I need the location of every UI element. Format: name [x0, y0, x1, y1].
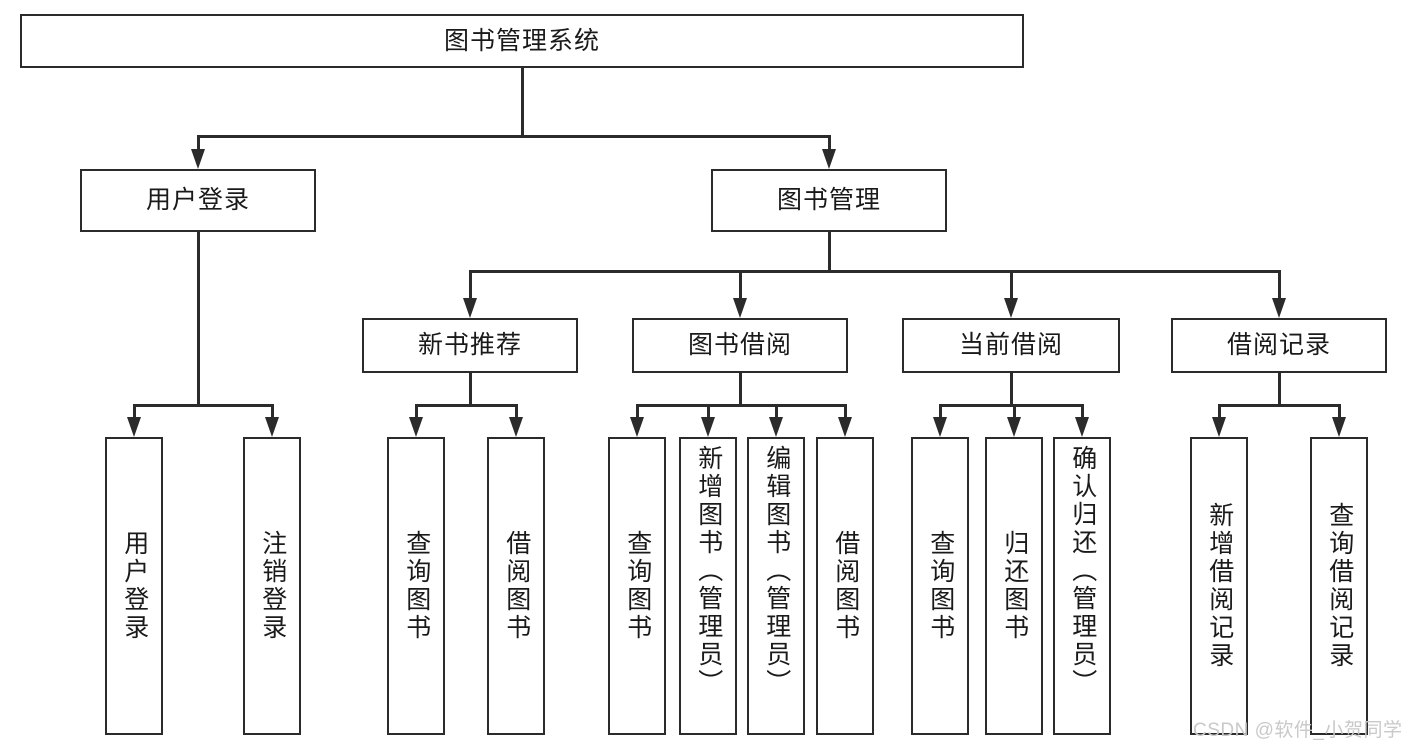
connector-user-login-drop-2	[271, 404, 274, 418]
connector-book-manage-stem	[828, 232, 831, 272]
node-label: 借阅图书	[831, 530, 860, 642]
node-new-book-recommend[interactable]: 新书推荐	[362, 318, 578, 373]
node-leaf-query-book-current[interactable]: 查询图书	[911, 437, 969, 735]
arrowhead-book-manage	[822, 149, 836, 169]
node-label: 新增图书（管理员）	[694, 445, 723, 697]
node-leaf-edit-book-admin[interactable]: 编辑图书（管理员）	[747, 437, 805, 735]
node-leaf-add-book-admin[interactable]: 新增图书（管理员）	[679, 437, 737, 735]
arrowhead-leaf-confirm-return	[1075, 417, 1089, 437]
connector-user-login-drop-1	[133, 404, 136, 418]
node-user-login[interactable]: 用户登录	[80, 169, 316, 232]
node-book-management[interactable]: 图书管理	[711, 169, 947, 232]
connector-current-borrow-drop-1	[939, 404, 942, 418]
connector-level3-drop-new-book	[469, 270, 472, 300]
connector-current-borrow-stem	[1010, 373, 1013, 405]
node-label: 编辑图书（管理员）	[762, 445, 791, 697]
node-label: 图书管理系统	[443, 26, 600, 55]
node-leaf-borrow-book[interactable]: 借阅图书	[816, 437, 874, 735]
connector-root-stem	[521, 68, 524, 136]
node-label: 查询图书	[623, 530, 652, 642]
node-root-library-management-system[interactable]: 图书管理系统	[20, 14, 1024, 68]
node-leaf-logout-login[interactable]: 注销登录	[243, 437, 301, 735]
connector-new-book-drop-1	[415, 404, 418, 418]
connector-new-book-drop-2	[515, 404, 518, 418]
connector-root-drop-book-manage	[828, 135, 831, 151]
arrowhead-book-borrow	[733, 298, 747, 318]
connector-book-borrow-bus	[636, 404, 845, 407]
arrowhead-leaf-logout-login	[265, 417, 279, 437]
connector-current-borrow-bus	[939, 404, 1083, 407]
connector-level3-drop-borrow-record	[1278, 270, 1281, 300]
connector-current-borrow-drop-2	[1013, 404, 1016, 418]
arrowhead-leaf-query-book-2	[630, 417, 644, 437]
node-label: 归还图书	[1000, 530, 1029, 642]
node-label: 查询图书	[926, 530, 955, 642]
node-label: 新增借阅记录	[1205, 502, 1234, 670]
node-leaf-borrow-book-recommend[interactable]: 借阅图书	[487, 437, 545, 735]
arrowhead-leaf-user-login	[127, 417, 141, 437]
node-label: 新书推荐	[417, 331, 522, 360]
node-leaf-query-book-borrow[interactable]: 查询图书	[608, 437, 666, 735]
connector-user-login-bus	[133, 404, 273, 407]
connector-book-borrow-drop-4	[844, 404, 847, 418]
arrowhead-leaf-query-book-3	[933, 417, 947, 437]
arrowhead-current-borrow	[1004, 298, 1018, 318]
arrowhead-new-book-recommend	[463, 298, 477, 318]
arrowhead-leaf-add-borrow-record	[1212, 417, 1226, 437]
arrowhead-leaf-borrow-book-2	[838, 417, 852, 437]
arrowhead-leaf-return-book	[1007, 417, 1021, 437]
connector-level3-drop-book-borrow	[739, 270, 742, 300]
node-label: 用户登录	[145, 186, 250, 215]
node-label: 注销登录	[258, 530, 287, 642]
connector-borrow-record-drop-2	[1338, 404, 1341, 418]
connector-book-borrow-drop-1	[636, 404, 639, 418]
node-label: 图书管理	[776, 186, 881, 215]
connector-root-bus	[197, 135, 831, 138]
connector-book-borrow-stem	[739, 373, 742, 405]
arrowhead-leaf-borrow-book-1	[509, 417, 523, 437]
arrowhead-leaf-add-book-admin	[701, 417, 715, 437]
arrowhead-borrow-record	[1272, 298, 1286, 318]
arrowhead-leaf-edit-book-admin	[769, 417, 783, 437]
arrowhead-leaf-query-book-1	[409, 417, 423, 437]
csdn-watermark: CSDN @软件_小贺同学	[1193, 720, 1403, 741]
connector-book-borrow-drop-3	[775, 404, 778, 418]
node-label: 确认归还（管理员）	[1068, 445, 1097, 697]
connector-borrow-record-stem	[1278, 373, 1281, 405]
node-leaf-add-borrow-record[interactable]: 新增借阅记录	[1190, 437, 1248, 735]
node-leaf-user-login[interactable]: 用户登录	[105, 437, 163, 735]
node-current-borrow[interactable]: 当前借阅	[902, 318, 1120, 373]
node-label: 借阅记录	[1226, 331, 1331, 360]
connector-new-book-bus	[415, 404, 517, 407]
node-borrow-record[interactable]: 借阅记录	[1171, 318, 1387, 373]
node-label: 当前借阅	[958, 331, 1063, 360]
connector-user-login-stem	[197, 232, 200, 405]
node-leaf-return-book[interactable]: 归还图书	[985, 437, 1043, 735]
connector-current-borrow-drop-3	[1081, 404, 1084, 418]
node-label: 用户登录	[120, 530, 149, 642]
node-leaf-query-book-recommend[interactable]: 查询图书	[387, 437, 445, 735]
connector-level3-drop-current-borrow	[1010, 270, 1013, 300]
node-leaf-confirm-return-admin[interactable]: 确认归还（管理员）	[1053, 437, 1111, 735]
connector-borrow-record-drop-1	[1218, 404, 1221, 418]
node-label: 查询借阅记录	[1325, 502, 1354, 670]
arrowhead-leaf-query-borrow-record	[1332, 417, 1346, 437]
connector-book-borrow-drop-2	[707, 404, 710, 418]
connector-level3-bus	[469, 270, 1280, 273]
connector-new-book-stem	[469, 373, 472, 405]
node-leaf-query-borrow-record[interactable]: 查询借阅记录	[1310, 437, 1368, 735]
connector-borrow-record-bus	[1218, 404, 1340, 407]
node-book-borrow[interactable]: 图书借阅	[632, 318, 848, 373]
node-label: 查询图书	[402, 530, 431, 642]
arrowhead-user-login	[191, 149, 205, 169]
node-label: 图书借阅	[687, 331, 792, 360]
connector-root-drop-user-login	[197, 135, 200, 151]
node-label: 借阅图书	[502, 530, 531, 642]
